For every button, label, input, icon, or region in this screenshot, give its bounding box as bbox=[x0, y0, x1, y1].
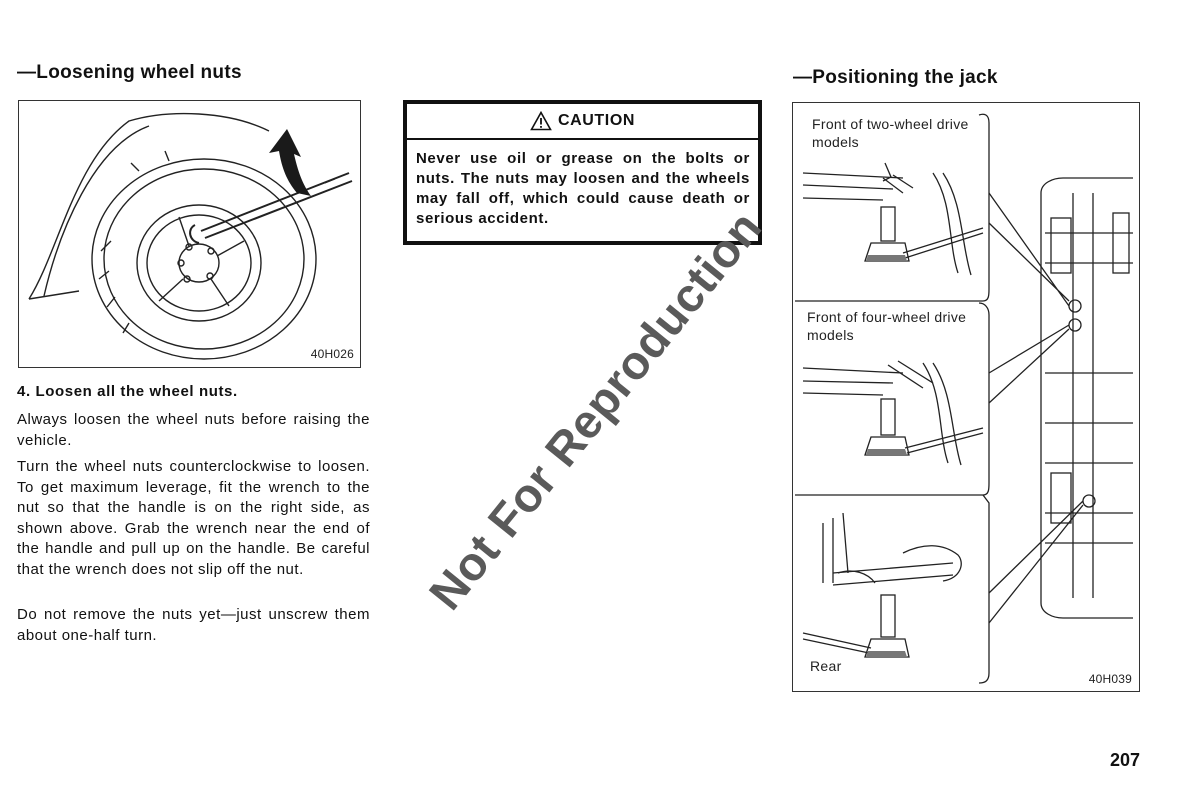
wheel-nut-illustration: 40H026 bbox=[18, 100, 361, 368]
watermark: Not For Reproduction bbox=[418, 200, 772, 620]
label-front-four-wheel: Front of four-wheel drive models bbox=[807, 308, 977, 344]
paragraph-2: Turn the wheel nuts counterclockwise to … bbox=[17, 458, 370, 578]
wheel-wrench-drawing bbox=[28, 112, 353, 360]
page-number: 207 bbox=[1110, 750, 1141, 770]
caution-title: CAUTION bbox=[557, 112, 636, 129]
jack-points-drawing bbox=[795, 113, 1133, 684]
label-rear: Rear bbox=[810, 657, 842, 675]
jack-position-illustration: Front of two-wheel drive models Front of… bbox=[792, 102, 1140, 692]
caution-header: CAUTION bbox=[407, 104, 758, 140]
step-heading: 4. Loosen all the wheel nuts. bbox=[17, 383, 238, 400]
caution-text: Never use oil or grease on the bolts or … bbox=[416, 150, 750, 227]
section-heading-positioning: —Positioning the jack bbox=[793, 67, 998, 88]
paragraph-1: Always loosen the wheel nuts before rais… bbox=[17, 411, 370, 449]
label-front-two-wheel: Front of two-wheel drive models bbox=[812, 115, 972, 151]
figure-code: 40H039 bbox=[1088, 672, 1132, 686]
caution-box: CAUTION Never use oil or grease on the b… bbox=[403, 100, 762, 245]
figure-code: 40H026 bbox=[310, 347, 354, 361]
paragraph-3: Do not remove the nuts yet—just unscrew … bbox=[17, 606, 370, 644]
section-heading-loosening: —Loosening wheel nuts bbox=[17, 62, 242, 83]
warning-triangle-icon bbox=[530, 111, 552, 131]
